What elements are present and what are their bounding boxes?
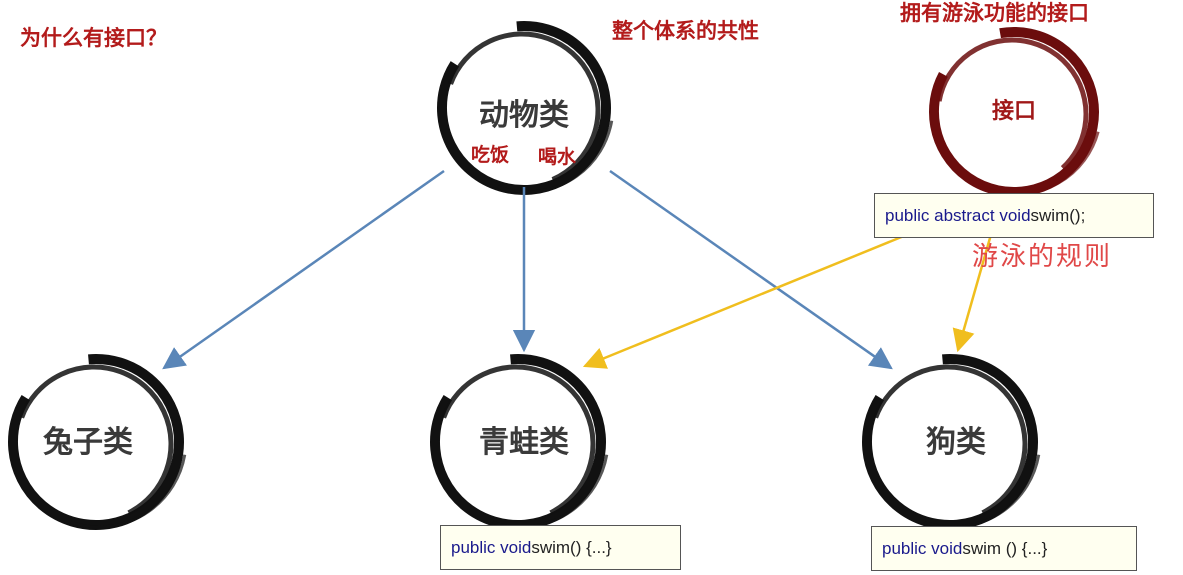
dog-method-keywords: public void bbox=[882, 538, 963, 558]
rabbit-label: 兔子类 bbox=[43, 425, 133, 460]
dog-method-box: public void swim () {...} bbox=[871, 526, 1137, 571]
dog-label: 狗类 bbox=[926, 425, 986, 460]
interface-method-box: public abstract void swim(); bbox=[874, 193, 1154, 238]
animal-eat-label: 吃饭 bbox=[471, 143, 509, 166]
frog-method-signature: swim() {...} bbox=[531, 537, 612, 557]
interface-method-keywords: public abstract void bbox=[885, 205, 1031, 225]
frog-method-box: public void swim() {...} bbox=[440, 525, 681, 570]
dog-method-signature: swim () {...} bbox=[962, 538, 1048, 558]
inherit-arrow-rabbit bbox=[162, 169, 445, 370]
swim-interface-title: 拥有游泳功能的接口 bbox=[900, 1, 1089, 25]
why-interface-title: 为什么有接口？ bbox=[20, 26, 167, 50]
animal-label: 动物类 bbox=[479, 98, 569, 133]
rabbit-circle bbox=[8, 351, 188, 530]
inherit-arrow-dog bbox=[609, 169, 893, 370]
interface-label: 接口 bbox=[992, 99, 1036, 124]
frog-label: 青蛙类 bbox=[479, 425, 569, 460]
swim-rule-annotation: 游泳的规则 bbox=[972, 242, 1112, 272]
animal-drink-label: 喝水 bbox=[538, 146, 577, 168]
frog-method-keywords: public void bbox=[451, 537, 532, 557]
interface-method-signature: swim(); bbox=[1030, 205, 1086, 225]
commonality-title: 整个体系的共性 bbox=[612, 19, 759, 43]
